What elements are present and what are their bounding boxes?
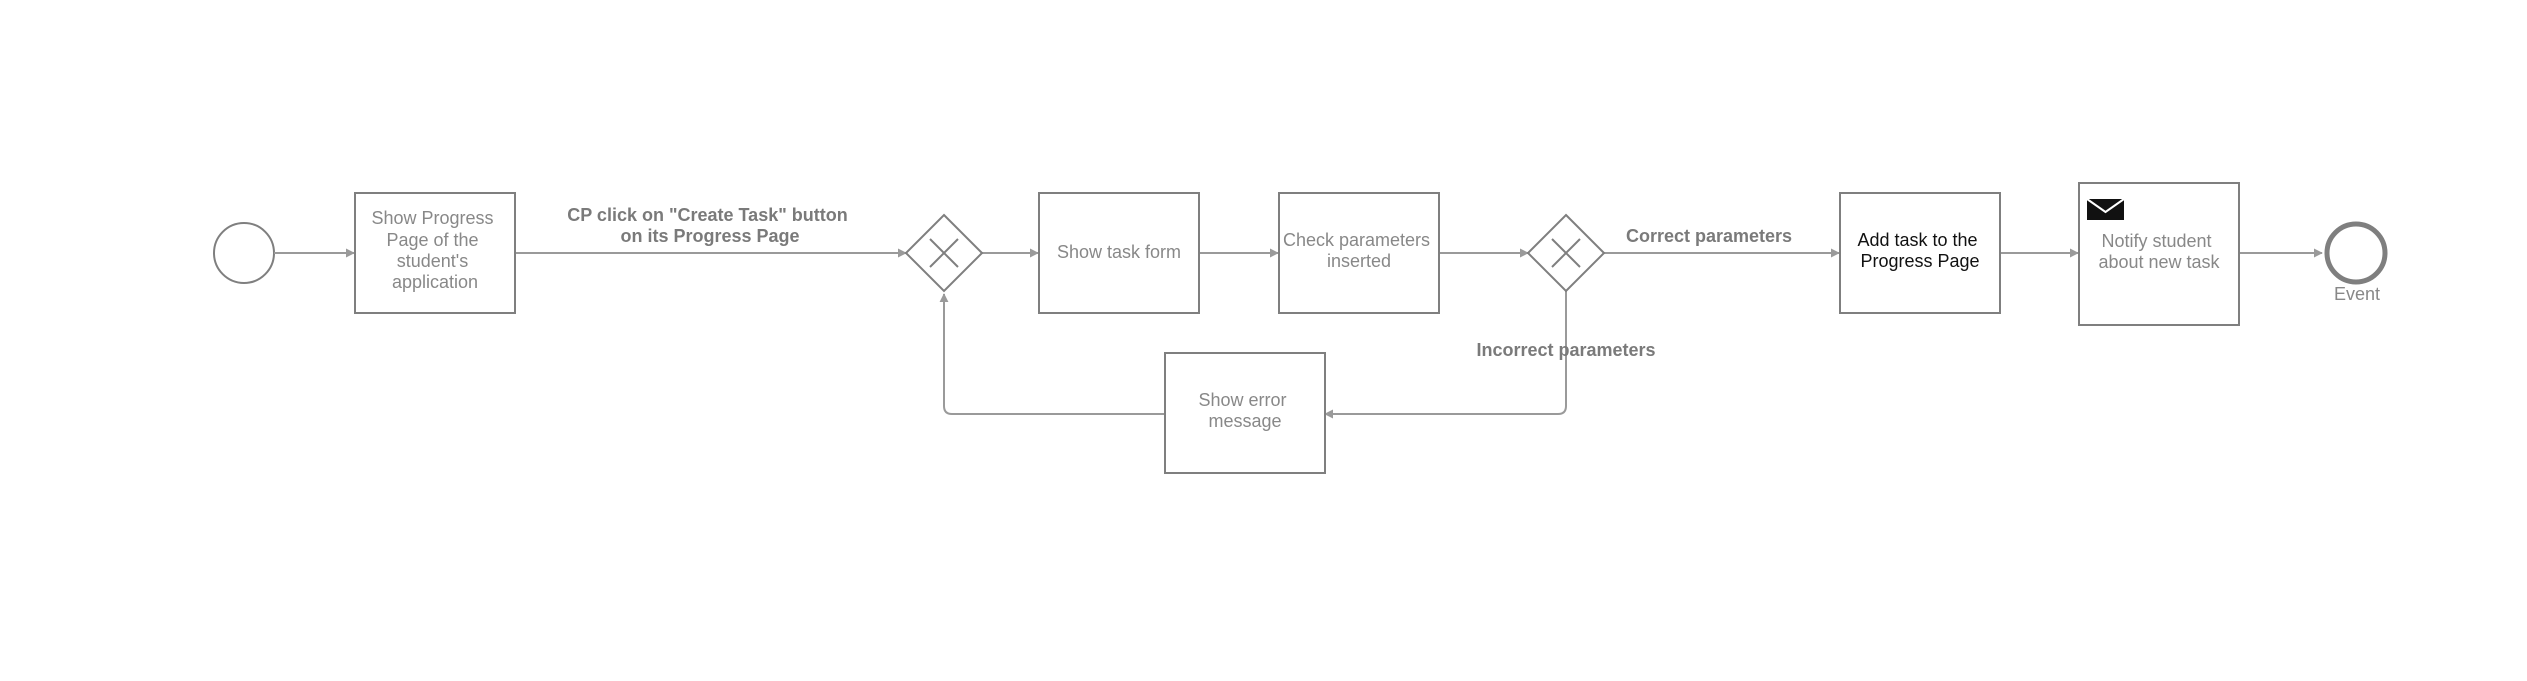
task-show-progress-label: Show Progress Page of the student's appl… (371, 208, 498, 292)
flow-gateway2-to-show-error[interactable] (1324, 291, 1567, 419)
task-add-task-label: Add task to the Progress Page (1857, 230, 1982, 271)
task-add-task[interactable] (1839, 192, 2001, 314)
exclusive-gateway-2[interactable] (1526, 213, 1606, 293)
flow-show-error-to-gateway1[interactable] (939, 293, 1165, 415)
task-show-task-form-label: Show task form (1057, 242, 1181, 262)
task-show-error-label: Show error message (1198, 390, 1291, 431)
end-event-label: Event (2334, 284, 2380, 304)
end-event[interactable] (2324, 221, 2388, 285)
task-check-parameters-label: Check parameters inserted (1283, 230, 1435, 271)
task-check-parameters[interactable] (1278, 192, 1440, 314)
task-show-error[interactable] (1164, 352, 1326, 474)
gateway-x-icon (1551, 238, 1581, 268)
start-event[interactable] (213, 222, 275, 284)
sequence-flows (274, 248, 2323, 419)
exclusive-gateway-1[interactable] (904, 213, 984, 293)
envelope-icon (2086, 198, 2125, 220)
task-notify-student-label: Notify student about new task (2098, 231, 2220, 272)
gateway-x-icon (929, 238, 959, 268)
task-show-progress[interactable] (354, 192, 516, 314)
edge-label-incorrect: Incorrect parameters (1476, 340, 1655, 360)
edge-label-cp-click: CP click on "Create Task" button on its … (567, 205, 852, 246)
edge-label-correct: Correct parameters (1626, 226, 1792, 246)
task-show-task-form[interactable] (1038, 192, 1200, 314)
